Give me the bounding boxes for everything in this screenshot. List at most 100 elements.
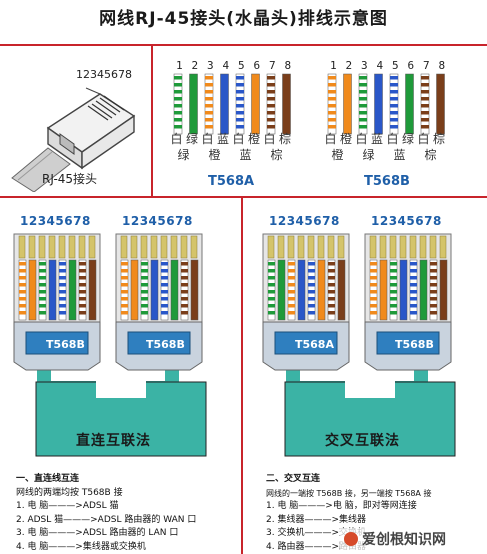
plug-left-wire-stripe — [59, 276, 66, 280]
straight-left-pin-numbers: 12345678 — [20, 214, 91, 228]
straight-notes-heading: 一、直连线互连 — [16, 474, 80, 484]
plug-left-wire-stripe — [288, 304, 295, 308]
plug-right-wire-stripe — [161, 283, 168, 287]
plug-left-contact — [277, 235, 285, 259]
wire-white-green-stripe — [359, 83, 367, 87]
pin-number: 8 — [439, 59, 446, 72]
t568a-label: T568A — [208, 174, 255, 189]
plug-left-wire-stripe — [288, 262, 295, 266]
wire-white-orange-stripe — [205, 90, 213, 94]
pin-number: 1 — [176, 59, 183, 72]
plug-left-wire-stripe — [328, 290, 335, 294]
plug-left-wire-stripe — [268, 283, 275, 287]
wire-white-green-stripe — [174, 97, 182, 101]
pin-number: 8 — [285, 59, 292, 72]
plug-left-contact — [287, 235, 295, 259]
straight-notes: 一、直连线互连 网线的两端均按 T568B 接 1. 电 脑———>ADSL 猫… — [16, 473, 238, 554]
watermark-text: 爱创根知识网 — [362, 532, 446, 548]
plug-right-wire-stripe — [430, 276, 437, 280]
plug-right-wire-stripe — [181, 283, 188, 287]
plug-right-wire-stripe — [181, 304, 188, 308]
wire-white-brown-stripe — [267, 97, 275, 101]
plug-right-wire-stripe — [181, 297, 188, 301]
wire-white-orange-stripe — [328, 90, 336, 94]
wire-white-blue-stripe — [236, 76, 244, 80]
wire-white-orange-stripe — [205, 118, 213, 122]
plug-right-contact — [429, 235, 437, 259]
wire-color-name: 棕 — [278, 132, 291, 146]
plug-left-wire-stripe — [59, 262, 66, 266]
plug-left-wire-stripe — [268, 297, 275, 301]
plug-left-wire-stripe — [39, 262, 46, 266]
wire-white-brown-stripe — [421, 118, 429, 122]
wire-color-name: 棕 — [270, 148, 283, 162]
plug-right-wire-stripe — [390, 304, 397, 308]
plug-right-wire-stripe — [121, 311, 128, 315]
watermark-logo-icon — [344, 532, 358, 546]
wire-blue — [374, 73, 383, 135]
plug-left-wire-stripe — [59, 283, 66, 287]
wire-white-orange-stripe — [328, 76, 336, 80]
plug-left-contact — [307, 235, 315, 259]
pin-number: 7 — [423, 59, 430, 72]
plug-left-wire-stripe — [288, 311, 295, 315]
plug-left-wire-stripe — [328, 311, 335, 315]
wire-white-blue-stripe — [390, 104, 398, 108]
plug-left-contact — [28, 235, 36, 259]
plug-right-contact — [439, 235, 447, 259]
plug-left-wire-stripe — [79, 276, 86, 280]
wire-white-blue-stripe — [236, 125, 244, 129]
wire-white-orange-stripe — [205, 104, 213, 108]
plug-right-contact — [369, 235, 377, 259]
plug-left-wire-stripe — [328, 297, 335, 301]
straight-notes-sub: 网线的两端均按 T568B 接 — [16, 487, 123, 498]
plug-right-wire-stripe — [370, 262, 377, 266]
plug-left-wire-stripe — [308, 276, 315, 280]
plug-left-wire-stripe — [19, 304, 26, 308]
plug-left-wire-stripe — [39, 297, 46, 301]
straight-connection-diagram — [13, 233, 207, 457]
wire-white-blue-stripe — [236, 104, 244, 108]
wire-color-name: 蓝 — [216, 132, 229, 146]
wire-white-brown-stripe — [267, 125, 275, 129]
rj45-plug-icon — [11, 87, 136, 192]
plug-right-wire-stripe — [390, 262, 397, 266]
straight-right-plug-label: T568B — [146, 338, 185, 351]
pin-number: 2 — [192, 59, 199, 72]
wire-white-green-stripe — [174, 83, 182, 87]
plug-left-wire-stripe — [19, 297, 26, 301]
plug-left-wire — [48, 259, 57, 321]
plug-left-label-box — [274, 331, 338, 355]
plug-left-wire-stripe — [19, 269, 26, 273]
wire-color-name: 绿 — [362, 148, 375, 162]
plug-right-contact — [160, 235, 168, 259]
plug-right-wire-stripe — [370, 297, 377, 301]
straight-notes-item: 1. 电 脑———>ADSL 猫 — [16, 501, 119, 511]
wire-white-orange-stripe — [328, 104, 336, 108]
plug-right-contact — [389, 235, 397, 259]
wire-white-blue-stripe — [236, 90, 244, 94]
plug-left-contact — [78, 235, 86, 259]
pin-number: 4 — [223, 59, 230, 72]
pin-number: 3 — [361, 59, 368, 72]
plug-right-wire-stripe — [121, 304, 128, 308]
cross-notes-item: 3. 交换机———>交换机 — [266, 528, 366, 538]
plug-left-contact — [88, 235, 96, 259]
cable-gap — [96, 380, 146, 398]
t568a-color-names: 白绿绿白橙蓝白蓝橙白棕棕 — [168, 132, 296, 166]
plug-right-wire-stripe — [370, 311, 377, 315]
wire-white-green-stripe — [174, 118, 182, 122]
plug-left-contact — [327, 235, 335, 259]
wire-color-name: 白 — [324, 132, 337, 146]
wire-white-green-stripe — [174, 125, 182, 129]
plug-left-wire-stripe — [328, 269, 335, 273]
wire-white-green-stripe — [359, 118, 367, 122]
cross-section: 12345678 12345678 T568A T568B 交叉互联法 — [245, 200, 487, 465]
plug-right-wire-stripe — [141, 304, 148, 308]
plug-right-wire-stripe — [390, 283, 397, 287]
pin-number: 6 — [254, 59, 261, 72]
plug-left-wire-stripe — [19, 262, 26, 266]
wire-color-name: 白 — [170, 132, 183, 146]
plug-right-wire-stripe — [141, 297, 148, 301]
plug-left-wire-stripe — [288, 276, 295, 280]
